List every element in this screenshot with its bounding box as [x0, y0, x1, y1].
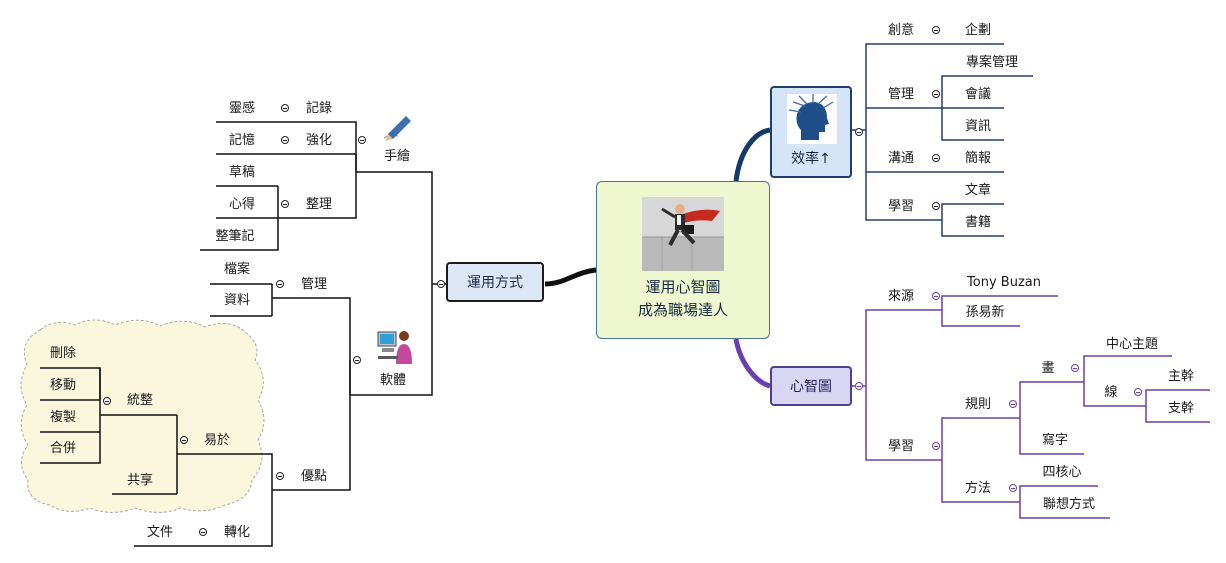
node-inspiration[interactable]: 靈感	[228, 101, 256, 116]
collapse-efficiency-icon[interactable]	[855, 128, 863, 136]
node-reinforce[interactable]: 強化	[305, 133, 333, 148]
central-topic[interactable]: 運用心智圖 成為職場達人	[596, 181, 770, 339]
node-insight[interactable]: 心得	[228, 197, 256, 212]
central-title-line2: 成為職場達人	[637, 301, 728, 319]
collapse-learning-efficiency-icon[interactable]	[932, 202, 940, 210]
node-project[interactable]: 專案管理	[965, 55, 1019, 70]
node-advantage[interactable]: 優點	[300, 469, 328, 484]
branch-usage	[544, 267, 597, 287]
collapse-memory-icon[interactable]	[281, 136, 289, 144]
node-record[interactable]: 記錄	[305, 101, 333, 116]
node-info[interactable]: 資訊	[964, 119, 992, 134]
node-software[interactable]: 軟體	[379, 373, 407, 388]
node-four[interactable]: 四核心	[1042, 465, 1082, 480]
node-draft[interactable]: 草稿	[228, 165, 256, 180]
collapse-software-icon[interactable]	[353, 356, 361, 364]
node-handdraw[interactable]: 手繪	[383, 149, 411, 164]
collapse-method-icon[interactable]	[1009, 484, 1017, 492]
collapse-source-icon[interactable]	[932, 292, 940, 300]
central-title-line1: 運用心智圖	[645, 278, 721, 296]
node-share[interactable]: 共享	[126, 473, 154, 488]
collapse-document-icon[interactable]	[199, 528, 207, 536]
computer-user-icon	[376, 326, 414, 366]
node-article[interactable]: 文章	[964, 183, 992, 198]
node-books[interactable]: 書籍	[964, 215, 992, 230]
collapse-mindmap-icon[interactable]	[855, 382, 863, 390]
collapse-rules-icon[interactable]	[1009, 400, 1017, 408]
node-notes[interactable]: 整筆記	[215, 229, 255, 244]
collapse-manage-icon[interactable]	[276, 280, 284, 288]
collapse-usage-icon[interactable]	[437, 280, 445, 288]
node-communication[interactable]: 溝通	[887, 151, 915, 166]
topic-efficiency-label: 效率↑	[791, 151, 831, 167]
node-organize[interactable]: 整理	[305, 197, 333, 212]
node-move[interactable]: 移動	[49, 378, 77, 393]
node-lines[interactable]: 線	[1104, 385, 1118, 400]
collapse-draw-icon[interactable]	[1071, 364, 1079, 372]
node-sun[interactable]: 孫易新	[965, 305, 1005, 320]
node-center[interactable]: 中心主題	[1105, 337, 1159, 352]
node-learning-mindmap[interactable]: 學習	[887, 439, 915, 454]
node-rules[interactable]: 規則	[964, 397, 992, 412]
collapse-handdraw-icon[interactable]	[358, 136, 366, 144]
node-plan[interactable]: 企劃	[964, 23, 992, 38]
collapse-communication-icon[interactable]	[932, 154, 940, 162]
node-easy[interactable]: 易於	[203, 433, 231, 448]
node-delete[interactable]: 刪除	[49, 346, 77, 361]
node-integrate[interactable]: 統整	[126, 393, 154, 408]
node-merge[interactable]: 合併	[49, 441, 77, 456]
node-document[interactable]: 文件	[146, 525, 174, 540]
branch-efficiency	[733, 127, 771, 182]
collapse-creativity-icon[interactable]	[932, 26, 940, 34]
collapse-learning-mindmap-icon[interactable]	[932, 442, 940, 450]
collapse-management-icon[interactable]	[932, 90, 940, 98]
node-learning-efficiency[interactable]: 學習	[887, 199, 915, 214]
node-data[interactable]: 資料	[223, 293, 251, 308]
node-convert[interactable]: 轉化	[223, 525, 251, 540]
collapse-integrate-icon[interactable]	[103, 397, 111, 405]
node-meeting[interactable]: 會議	[964, 87, 992, 102]
collapse-organize-icon[interactable]	[281, 200, 289, 208]
head-brain-icon	[787, 94, 837, 144]
node-method[interactable]: 方法	[964, 481, 992, 496]
topic-usage[interactable]: 運用方式	[446, 262, 544, 302]
node-source[interactable]: 來源	[887, 289, 915, 304]
node-assoc[interactable]: 聯想方式	[1042, 497, 1096, 512]
node-trunk[interactable]: 主幹	[1167, 369, 1195, 384]
node-files[interactable]: 檔案	[223, 262, 251, 277]
node-tony-buzan[interactable]: Tony Buzan	[967, 275, 1041, 290]
node-copy[interactable]: 複製	[49, 410, 77, 425]
node-creativity[interactable]: 創意	[887, 23, 915, 38]
collapse-inspiration-icon[interactable]	[281, 104, 289, 112]
node-branch[interactable]: 支幹	[1167, 401, 1195, 416]
node-draw[interactable]: 畫	[1041, 361, 1055, 376]
running-businessman-image	[642, 197, 724, 271]
collapse-lines-icon[interactable]	[1134, 388, 1142, 396]
collapse-advantage-icon[interactable]	[276, 472, 284, 480]
topic-mindmap[interactable]: 心智圖	[770, 366, 852, 406]
node-memory[interactable]: 記憶	[228, 133, 256, 148]
branch-mindmap	[733, 338, 771, 389]
collapse-easy-icon[interactable]	[180, 436, 188, 444]
node-management[interactable]: 管理	[887, 87, 915, 102]
node-manage[interactable]: 管理	[300, 277, 328, 292]
node-briefing[interactable]: 簡報	[964, 151, 992, 166]
pen-writing-icon	[380, 112, 414, 142]
node-write[interactable]: 寫字	[1041, 433, 1069, 448]
